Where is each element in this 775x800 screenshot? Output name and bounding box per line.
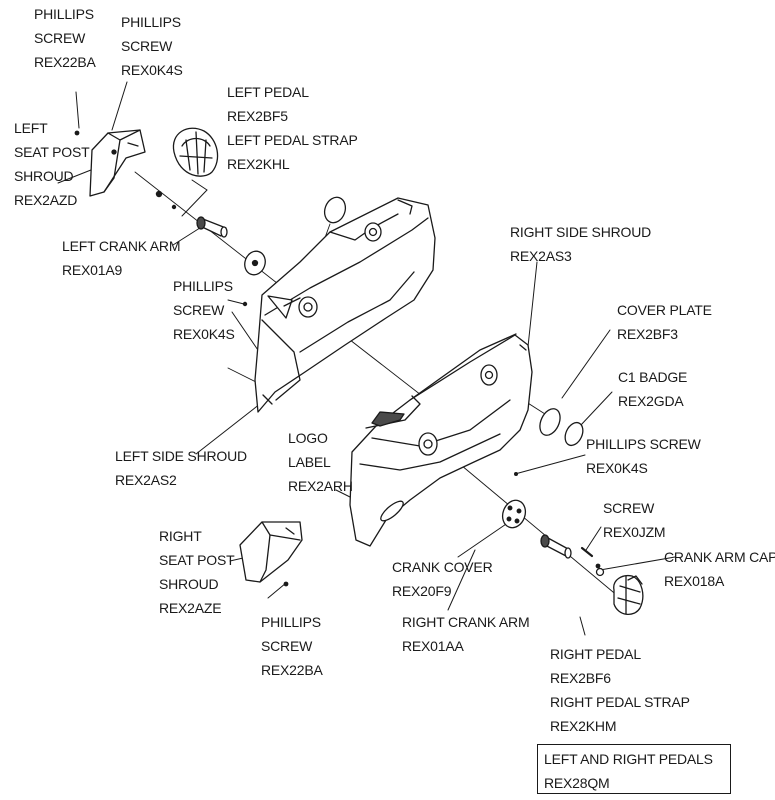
label-right-crank-arm: RIGHT CRANK ARM REX01AA [402,614,530,654]
label-crank-cover: CRANK COVER REX20F9 [392,559,493,599]
label-right-seat-post-shroud: RIGHT SEAT POST SHROUD REX2AZE [159,528,235,616]
right-crank-arm-part [540,534,572,559]
label-left-side-shroud: LEFT SIDE SHROUD REX2AS2 [115,448,247,488]
label-left-seat-post-shroud: LEFT SEAT POST SHROUD REX2AZD [14,120,90,208]
screw-part [580,546,594,558]
left-crank-arm-part [196,216,228,238]
label-right-side-shroud: RIGHT SIDE SHROUD REX2AS3 [510,224,652,264]
washers [244,196,347,276]
label-left-and-right-pedals: LEFT AND RIGHT PEDALS REX28QM [544,751,713,791]
left-side-shroud-part [254,197,436,413]
right-seat-post-shroud-part [239,521,303,583]
right-side-shroud-part [349,333,533,547]
label-phillips-screw-rex0k4s-top: PHILLIPS SCREW REX0K4S [121,14,183,78]
leader-lines [57,81,676,636]
label-screw-rex0jzm: SCREW REX0JZM [603,500,666,540]
left-pedal-part [172,127,219,177]
left-and-right-pedals-box: LEFT AND RIGHT PEDALS REX28QM [537,744,731,794]
label-c1-badge: C1 BADGE REX2GDA [618,369,688,409]
left-seat-post-shroud-part [89,129,146,197]
right-pedal-part [613,574,644,615]
cover-plate-part [539,408,561,436]
c1-badge-part [564,421,584,447]
label-phillips-screw-rex0k4s-right: PHILLIPS SCREW REX0K4S [586,436,701,476]
crank-cover-part [501,499,527,529]
label-cover-plate: COVER PLATE REX2BF3 [617,302,712,342]
crank-arm-cap-part [595,567,605,577]
label-right-pedal: RIGHT PEDAL REX2BF6 RIGHT PEDAL STRAP RE… [550,646,690,734]
label-left-crank-arm: LEFT CRANK ARM REX01A9 [62,238,181,278]
label-phillips-screw-rex22ba-bottom: PHILLIPS SCREW REX22BA [261,614,323,678]
label-left-pedal: LEFT PEDAL REX2BF5 LEFT PEDAL STRAP REX2… [227,84,358,172]
label-crank-arm-cap: CRANK ARM CAP REX018A [664,549,775,589]
label-phillips-screw-rex22ba-top: PHILLIPS SCREW REX22BA [34,6,96,70]
label-phillips-screw-rex0k4s-mid: PHILLIPS SCREW REX0K4S [173,278,235,342]
label-logo-label: LOGO LABEL REX2ARH [288,430,353,494]
